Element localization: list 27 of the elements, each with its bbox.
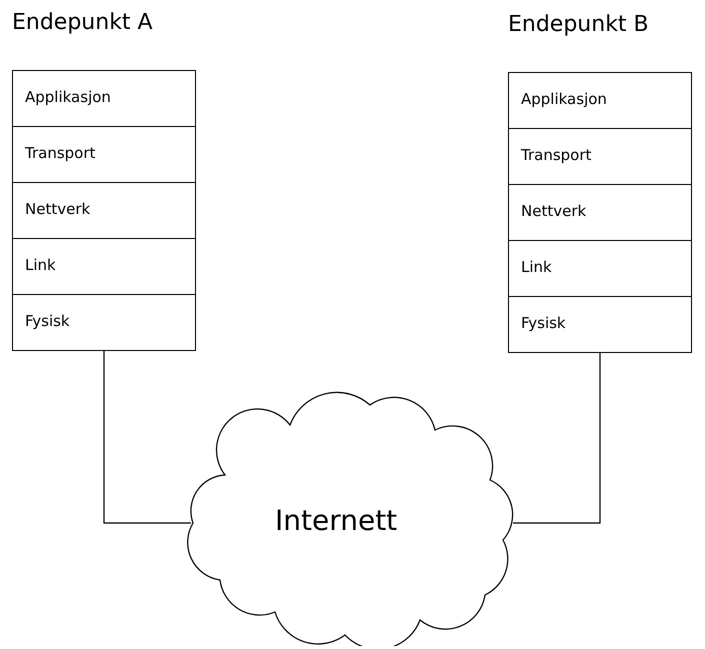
protocol-layer-box xyxy=(508,296,692,353)
protocol-stack xyxy=(508,12,693,354)
layer-label: Applikasjon xyxy=(25,88,111,106)
cloud-label: Internett xyxy=(275,504,398,537)
stack-heading: Endepunkt A xyxy=(12,10,153,35)
layer-label: Applikasjon xyxy=(521,90,607,108)
protocol-layer-box xyxy=(12,182,196,239)
layer-label: Link xyxy=(521,258,552,276)
protocol-layer-box xyxy=(12,126,196,183)
protocol-layer-box xyxy=(508,128,692,185)
protocol-layer-box xyxy=(12,238,196,295)
layer-label: Nettverk xyxy=(521,202,586,220)
protocol-stack xyxy=(12,10,197,352)
layer-label: Nettverk xyxy=(25,200,90,218)
stack-heading: Endepunkt B xyxy=(508,12,649,37)
layer-label: Fysisk xyxy=(25,312,70,330)
protocol-layer-box xyxy=(508,184,692,241)
connector-line xyxy=(513,353,601,524)
protocol-layer-box xyxy=(12,70,196,127)
layer-label: Link xyxy=(25,256,56,274)
protocol-layer-box xyxy=(12,294,196,351)
protocol-layer-box xyxy=(508,72,692,129)
protocol-layer-box xyxy=(508,240,692,297)
layer-label: Transport xyxy=(521,146,592,164)
layer-label: Transport xyxy=(25,144,96,162)
layer-label: Fysisk xyxy=(521,314,566,332)
connector-line xyxy=(103,351,191,524)
